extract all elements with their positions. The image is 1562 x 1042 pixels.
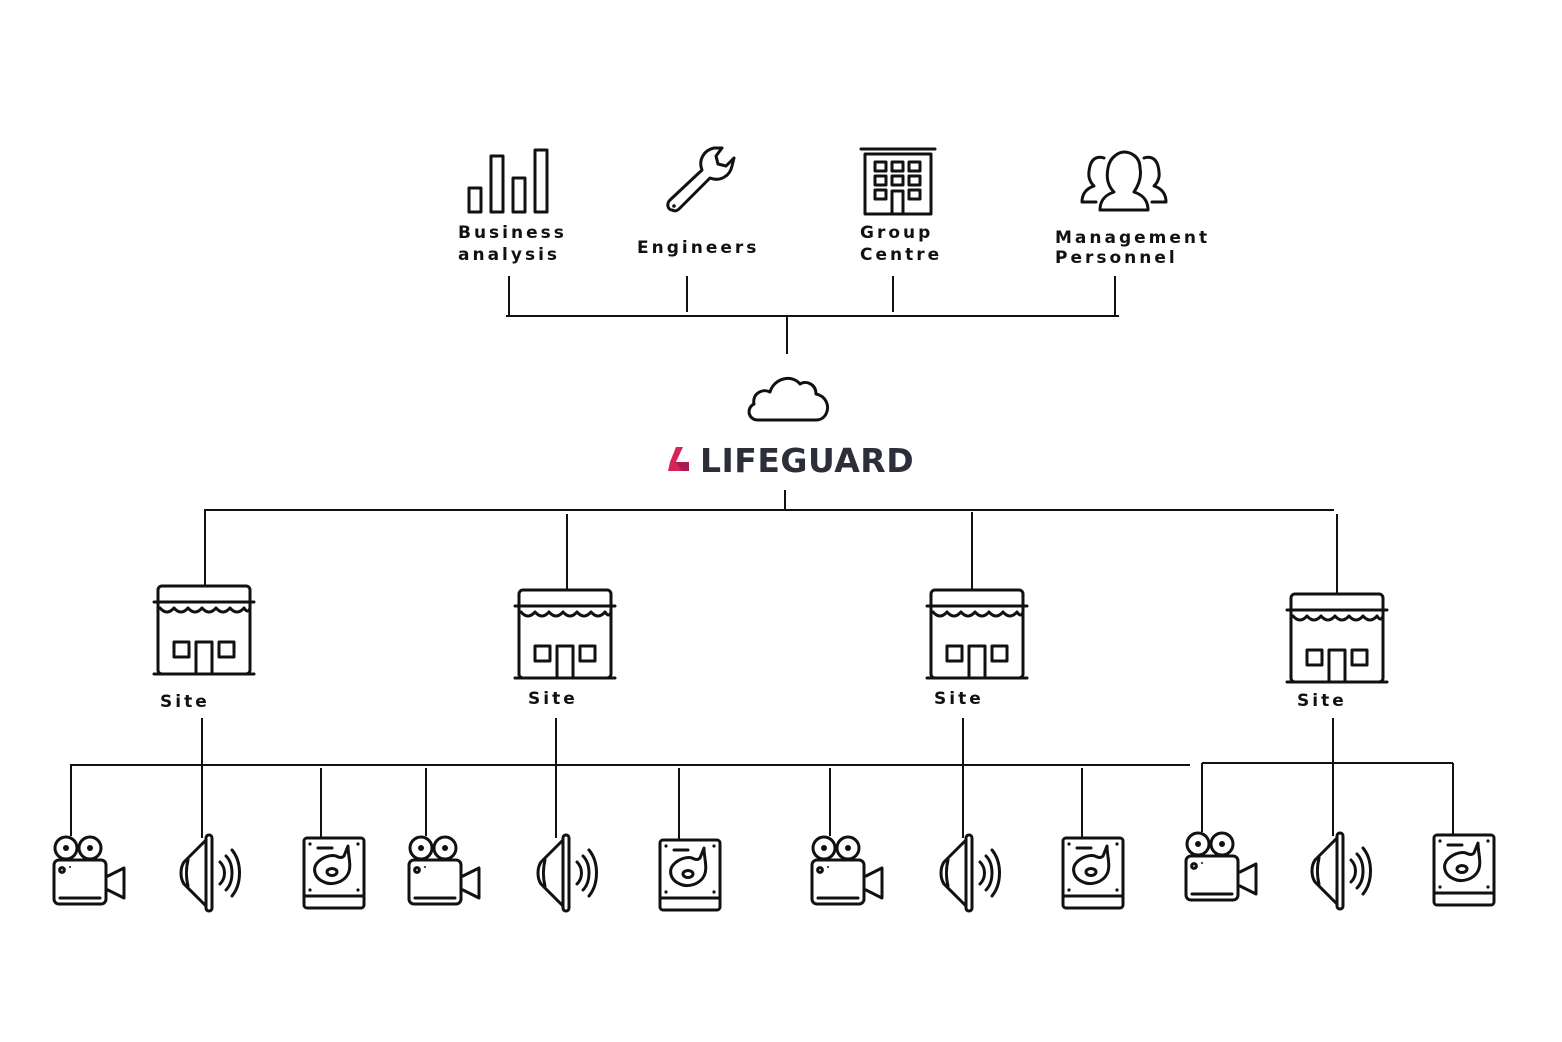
hard-drive-icon [658, 838, 722, 912]
speaker-icon [179, 833, 241, 913]
top-node-business-analysis: Business analysis [458, 148, 567, 265]
speaker-icon [1310, 831, 1372, 911]
top-node-label-line-2: analysis [458, 245, 560, 265]
top-node-group-centre: Group Centre [859, 147, 942, 265]
top-node-label-line-2: Centre [860, 245, 942, 265]
site-2: Site [513, 588, 617, 709]
people-group-icon [1080, 150, 1168, 212]
site-1: Site [152, 584, 256, 712]
video-camera-icon [52, 835, 126, 906]
video-camera-icon [1184, 831, 1258, 902]
devices [52, 831, 1496, 913]
top-node-label-line-1: Group [860, 223, 933, 243]
hard-drive-icon [302, 836, 366, 910]
site-connectors [204, 490, 1338, 594]
cloud-icon [747, 376, 830, 422]
storefront-icon [1285, 592, 1389, 684]
wrench-icon [666, 146, 736, 213]
site-label: Site [528, 689, 578, 709]
top-node-label-line-1: Engineers [637, 238, 759, 258]
storefront-icon [513, 588, 617, 680]
lifeguard-logo-icon [668, 447, 689, 471]
bar-chart-icon [467, 148, 549, 214]
top-node-label-line-2: Personnel [1055, 248, 1178, 268]
hub-lifeguard: LIFEGUARD [668, 376, 914, 480]
top-node-label-line-1: Management [1055, 228, 1210, 248]
hard-drive-icon [1432, 833, 1496, 907]
speaker-icon [536, 833, 598, 913]
site-label: Site [1297, 691, 1347, 711]
site-label: Site [934, 689, 984, 709]
device-connectors [70, 718, 1454, 840]
speaker-icon [939, 833, 1001, 913]
top-connectors [506, 276, 1119, 354]
site-3: Site [925, 588, 1029, 709]
video-camera-icon [810, 835, 884, 906]
office-building-icon [859, 147, 937, 216]
top-node-label-line-1: Business [458, 223, 567, 243]
top-node-engineers: Engineers [637, 146, 759, 258]
site-4: Site [1285, 592, 1389, 711]
site-label: Site [160, 692, 210, 712]
video-camera-icon [407, 835, 481, 906]
brand-title: LIFEGUARD [700, 441, 914, 480]
hard-drive-icon [1061, 836, 1125, 910]
storefront-icon [152, 584, 256, 676]
top-node-management-personnel: Management Personnel [1055, 150, 1210, 268]
storefront-icon [925, 588, 1029, 680]
